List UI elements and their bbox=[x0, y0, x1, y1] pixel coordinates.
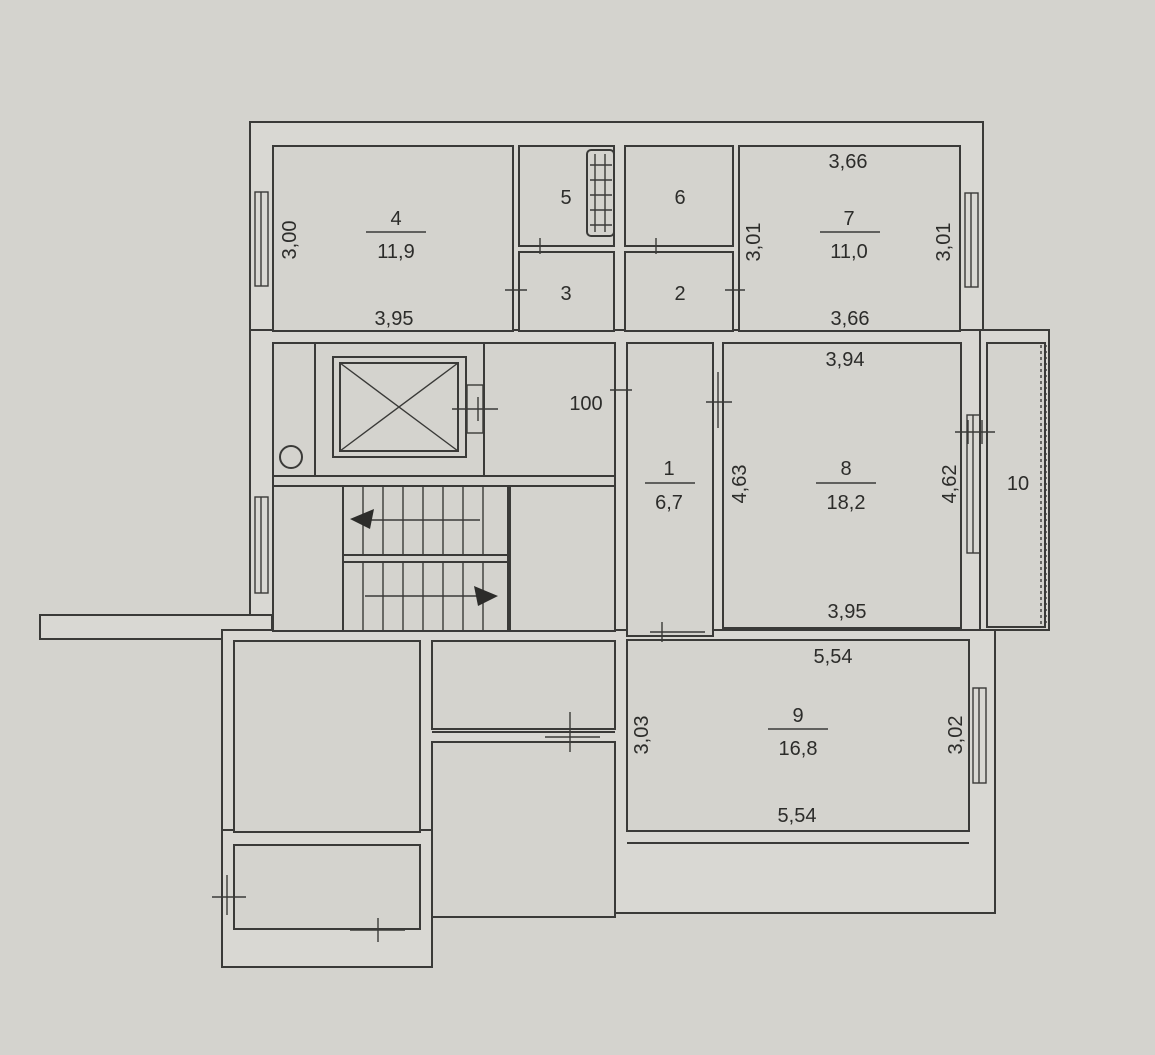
room-interiors bbox=[233, 145, 1046, 930]
room-6-number: 6 bbox=[674, 187, 685, 209]
loggia-rail bbox=[1040, 345, 1047, 625]
room-3-area bbox=[518, 251, 615, 332]
room-1-area bbox=[626, 342, 714, 637]
room-9-number: 9 bbox=[792, 705, 803, 727]
room-4-area-value: 11,9 bbox=[377, 241, 414, 263]
vent-grille-icon bbox=[586, 149, 615, 237]
chute-icon bbox=[279, 445, 303, 469]
dim-room9-left: 3,03 bbox=[631, 716, 653, 755]
storage-left-lower bbox=[233, 844, 421, 930]
stair-arrow-up-icon bbox=[350, 509, 374, 529]
dim-room7-right: 3,01 bbox=[933, 223, 955, 262]
room-6-area bbox=[624, 145, 734, 247]
room-labels: 4 11,9 5 6 7 11,0 3 2 1 6,7 8 18,2 10 9 … bbox=[366, 187, 1029, 760]
room-10-area bbox=[986, 342, 1046, 628]
dim-corridor-mark: 100 bbox=[569, 393, 602, 415]
room-1-area-value: 6,7 bbox=[655, 492, 683, 514]
room-7-area bbox=[738, 145, 961, 332]
storage-middle bbox=[431, 640, 616, 730]
room-1-number: 1 bbox=[663, 458, 674, 480]
windows bbox=[254, 191, 987, 784]
room-10-number: 10 bbox=[1007, 473, 1029, 495]
dim-room7-left: 3,01 bbox=[743, 223, 765, 262]
dim-room7-top: 3,66 bbox=[829, 151, 868, 173]
room-7-area-value: 11,0 bbox=[830, 241, 867, 263]
dim-room8-top: 3,94 bbox=[826, 349, 865, 371]
room-8-area-value: 18,2 bbox=[827, 492, 866, 514]
storage-left-upper bbox=[233, 640, 421, 833]
room-8-number: 8 bbox=[840, 458, 851, 480]
dim-room8-left: 4,63 bbox=[729, 465, 751, 504]
dimension-labels: 3,00 3,95 3,66 3,01 3,01 3,66 3,94 4,63 … bbox=[279, 151, 967, 827]
room-9-area-value: 16,8 bbox=[779, 738, 818, 760]
room-9-area bbox=[626, 639, 970, 832]
room-2-number: 2 bbox=[674, 283, 685, 305]
room-4-number: 4 bbox=[390, 208, 401, 230]
dim-room9-right: 3,02 bbox=[945, 716, 967, 755]
dim-room4-width: 3,95 bbox=[375, 308, 414, 330]
room-2-area bbox=[624, 251, 734, 332]
room-5-number: 5 bbox=[560, 187, 571, 209]
room-4-area bbox=[272, 145, 514, 332]
dim-room9-bottom: 5,54 bbox=[778, 805, 817, 827]
door-marks bbox=[212, 238, 995, 942]
stair-arrow-down-icon bbox=[474, 586, 498, 606]
room-8-area bbox=[722, 342, 962, 629]
room-3-number: 3 bbox=[560, 283, 571, 305]
elevator-shaft bbox=[332, 356, 498, 458]
dim-room8-right: 4,62 bbox=[939, 465, 961, 504]
dim-room7-bottom: 3,66 bbox=[831, 308, 870, 330]
dim-room9-top: 5,54 bbox=[814, 646, 853, 668]
staircase bbox=[342, 485, 509, 632]
dim-room8-bottom: 3,95 bbox=[828, 601, 867, 623]
room-7-number: 7 bbox=[843, 208, 854, 230]
dim-room4-height: 3,00 bbox=[279, 221, 301, 260]
lower-passage bbox=[431, 741, 616, 918]
